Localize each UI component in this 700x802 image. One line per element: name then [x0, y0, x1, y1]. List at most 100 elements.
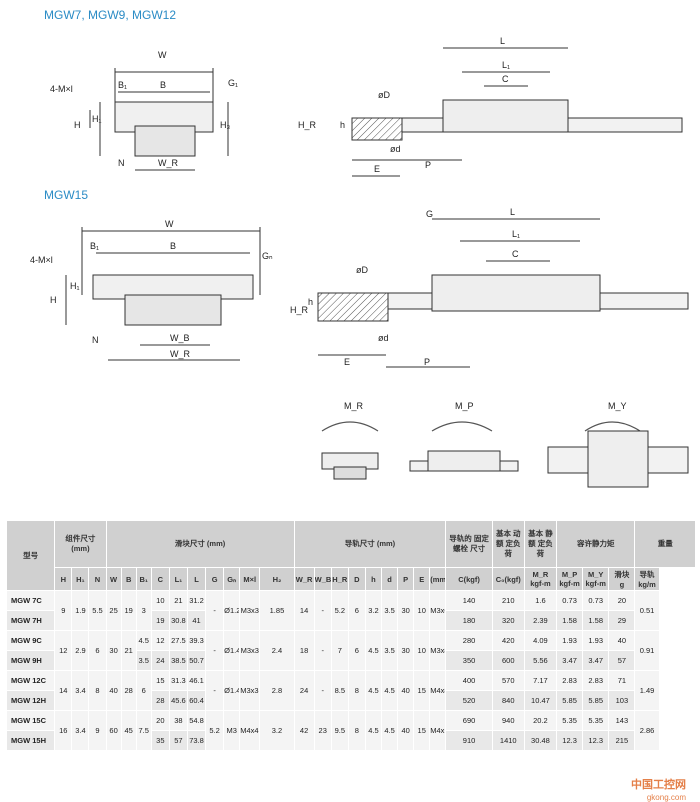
- cell-H2: 3.2: [259, 710, 295, 751]
- drawing-mgw15: W B₁ B Gₙ 4-M×l H H₁ N W_B W_R G L L₁ C …: [30, 207, 689, 368]
- cell-L1: 38: [168, 710, 188, 731]
- cell-mp: 12.3: [556, 730, 584, 751]
- dim-B-15: B: [170, 241, 176, 251]
- cell-P: 30: [397, 590, 415, 631]
- cell-Gn: Ø1.2: [223, 590, 241, 631]
- cell-h: 4.5: [364, 670, 383, 711]
- cell-N: 5.5: [88, 590, 107, 631]
- cell-stat: 840: [491, 690, 525, 711]
- cell-dyn: 910: [445, 730, 493, 751]
- cell-mr: 2.39: [523, 610, 558, 631]
- cell-WB: -: [313, 670, 332, 711]
- cell-B1: 3: [135, 590, 152, 631]
- cell-dyn: 520: [445, 690, 493, 711]
- cell-model: MGW 15H: [5, 730, 56, 751]
- cell-h: 3.2: [364, 590, 383, 631]
- cell-blk: 29: [608, 610, 636, 631]
- th-block: 滑块尺寸 (mm): [105, 520, 295, 568]
- th-col-2: N: [88, 567, 107, 591]
- th-col-10: Gₙ: [223, 567, 241, 591]
- cell-L1: 38.5: [168, 650, 188, 671]
- cell-W: 60: [105, 710, 122, 751]
- dim-D-15: øD: [356, 265, 368, 275]
- cell-C: 35: [150, 730, 170, 751]
- cell-stat: 1410: [491, 730, 525, 751]
- cell-mr: 10.47: [523, 690, 558, 711]
- cell-B: 19: [120, 590, 137, 631]
- section-title-15: MGW15: [44, 188, 89, 202]
- cell-d: 4.5: [381, 710, 399, 751]
- watermark: 中国工控网: [631, 779, 686, 791]
- cell-rail: 1.49: [634, 670, 660, 711]
- cell-L: 41: [186, 610, 207, 631]
- cell-H1: 2.9: [71, 630, 90, 671]
- cell-N: 6: [88, 630, 107, 671]
- cell-mp: 0.73: [556, 590, 584, 611]
- dim-h: h: [340, 120, 345, 130]
- cell-W: 40: [105, 670, 122, 711]
- cell-G: -: [205, 590, 225, 631]
- cell-C: 28: [150, 690, 170, 711]
- dim-d: ød: [390, 144, 401, 154]
- dim-B1-15: B₁: [90, 241, 99, 251]
- th-col-21: (mm): [429, 567, 447, 591]
- dim-C-15: C: [512, 249, 519, 259]
- cell-M: M3x3.6: [239, 670, 261, 711]
- dim-N-15: N: [92, 335, 99, 345]
- dim-L: L: [500, 36, 505, 46]
- cell-H2: 2.4: [259, 630, 295, 671]
- cell-blk: 20: [608, 590, 636, 611]
- cell-blk: 215: [608, 730, 636, 751]
- cell-L: 54.8: [186, 710, 207, 731]
- th-col-4: B: [120, 567, 137, 591]
- cell-model: MGW 12C: [5, 670, 56, 691]
- cell-L: 31.2: [186, 590, 207, 611]
- cell-model: MGW 9H: [5, 650, 56, 671]
- dim-WB-15: W_B: [170, 333, 190, 343]
- th-rail: 导轨尺寸 (mm): [293, 520, 447, 568]
- cell-B1: 3.5: [135, 650, 152, 671]
- cell-mp: 1.93: [556, 630, 584, 651]
- th-col-17: h: [364, 567, 383, 591]
- cell-stat: 600: [491, 650, 525, 671]
- th-col-1: H₁: [71, 567, 90, 591]
- cell-L1: 57: [168, 730, 188, 751]
- dim-WR: W_R: [158, 158, 179, 168]
- cell-stat: 210: [491, 590, 525, 611]
- cell-C: 19: [150, 610, 170, 631]
- cell-mr: 7.17: [523, 670, 558, 691]
- cell-L1: 21: [168, 590, 188, 611]
- cell-mr: 1.6: [523, 590, 558, 611]
- th-moment: 容许静力矩: [556, 520, 636, 568]
- cell-dyn: 180: [445, 610, 493, 631]
- cell-C: 15: [150, 670, 170, 691]
- cell-HR: 9.5: [330, 710, 349, 751]
- th-col-14: W_B: [313, 567, 332, 591]
- cell-h: 4.5: [364, 710, 383, 751]
- cell-Gn: M3: [223, 710, 241, 751]
- cell-bolt: M3x6: [429, 590, 447, 631]
- cell-L1: 45.6: [168, 690, 188, 711]
- cell-W: 25: [105, 590, 122, 631]
- dim-P: P: [425, 160, 431, 170]
- cell-B1: 6: [135, 670, 152, 711]
- th-col-8: L: [186, 567, 207, 591]
- cell-mr: 30.48: [523, 730, 558, 751]
- cell-B1: 4.5: [135, 630, 152, 651]
- th-col-16: D: [347, 567, 366, 591]
- table-row: MGW 15C163.4960457.5203854.85.2M3M4x4.23…: [5, 710, 696, 751]
- cell-blk: 143: [608, 710, 636, 731]
- dim-E: E: [374, 164, 380, 174]
- cell-mp: 2.83: [556, 670, 584, 691]
- cell-N: 9: [88, 710, 107, 751]
- cell-G: 5.2: [205, 710, 225, 751]
- cell-H1: 3.4: [71, 710, 90, 751]
- cell-my: 1.58: [582, 610, 610, 631]
- cell-E: 15: [413, 670, 431, 711]
- cell-L1: 31.3: [168, 670, 188, 691]
- th-col-9: G: [205, 567, 225, 591]
- cell-M: M3x3: [239, 630, 261, 671]
